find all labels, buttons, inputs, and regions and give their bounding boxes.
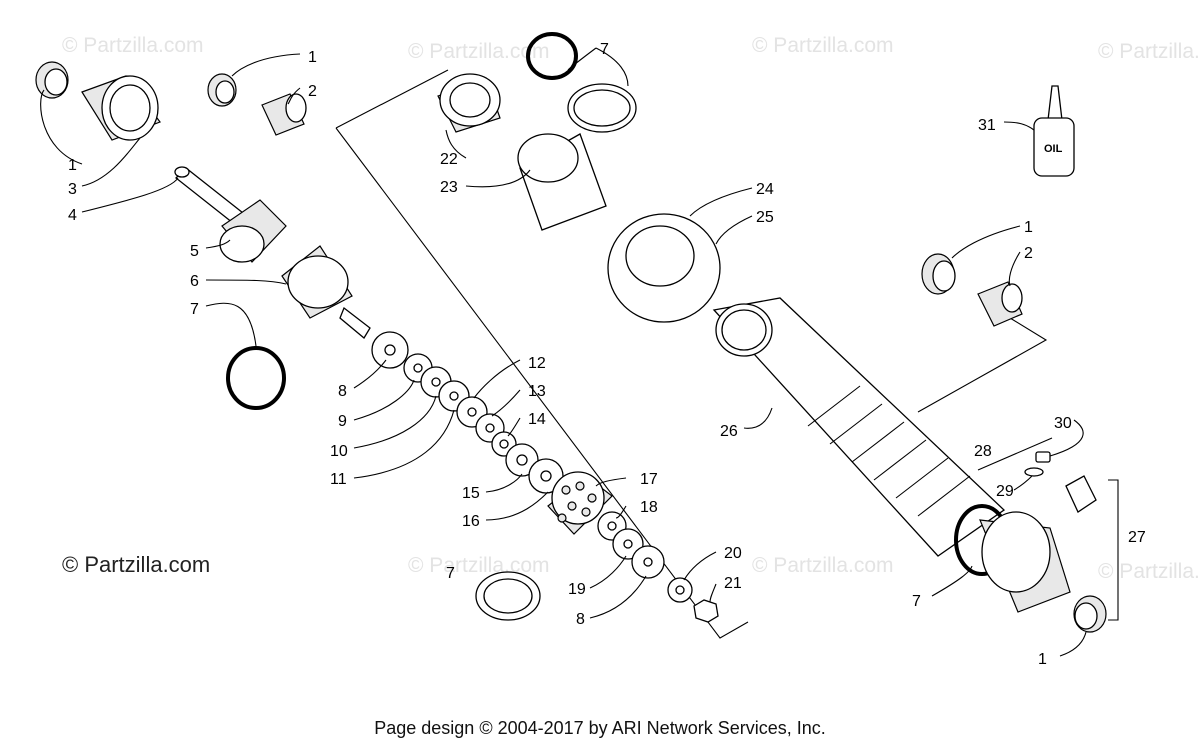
callout-8: 8 — [576, 611, 585, 628]
watermark: © Partzilla.com — [752, 34, 894, 57]
callout-2: 2 — [308, 83, 317, 100]
callout-7: 7 — [446, 565, 455, 582]
watermark: © Partzilla.com — [1098, 560, 1200, 583]
callout-23: 23 — [440, 179, 458, 196]
oil-label: OIL — [1044, 143, 1063, 155]
callout-1: 1 — [1024, 219, 1033, 236]
sleeve-2-top — [261, 93, 307, 136]
callout-12: 12 — [528, 355, 546, 372]
cap-22 — [437, 73, 501, 133]
callout-1: 1 — [308, 49, 317, 66]
watermark: © Partzilla.com — [752, 554, 894, 577]
callout-28: 28 — [974, 443, 992, 460]
oil-bottle-31: OIL — [1033, 85, 1075, 177]
callout-3: 3 — [68, 181, 77, 198]
callout-4: 4 — [68, 207, 77, 224]
callout-20: 20 — [724, 545, 742, 562]
callout-labels: 1 2 1 3 4 5 6 7 8 9 10 11 12 13 14 15 16… — [68, 41, 1146, 668]
callout-31: 31 — [978, 117, 996, 134]
callout-6: 6 — [190, 273, 199, 290]
callout-2: 2 — [1024, 245, 1033, 262]
callout-16: 16 — [462, 513, 480, 530]
o-ring-7-left — [226, 346, 286, 410]
callout-18: 18 — [640, 499, 658, 516]
piston-stack — [371, 331, 719, 623]
callout-21: 21 — [724, 575, 742, 592]
sleeve-2-right — [977, 281, 1023, 327]
callout-19: 19 — [568, 581, 586, 598]
callout-29: 29 — [996, 483, 1014, 500]
bearing-6 — [281, 245, 371, 339]
o-ring-29 — [1024, 467, 1044, 477]
sleeve-23 — [517, 133, 607, 231]
o-ring-7-top — [526, 32, 578, 80]
reservoir-cap — [979, 511, 1071, 613]
watermark: © Partzilla.com — [408, 40, 550, 63]
thread-lines — [807, 385, 971, 517]
valve-27 — [1065, 475, 1097, 513]
callout-22: 22 — [440, 151, 458, 168]
callout-24: 24 — [756, 181, 774, 198]
callout-5: 5 — [190, 243, 199, 260]
callout-13: 13 — [528, 383, 546, 400]
leader-lines — [40, 47, 1087, 657]
callout-7: 7 — [190, 301, 199, 318]
partzilla-brand-text: © Partzilla.com — [62, 552, 211, 577]
page-footer: Page design © 2004-2017 by ARI Network S… — [374, 718, 826, 738]
bushing-1-top-left — [35, 61, 69, 99]
watermark: © Partzilla.com — [62, 34, 204, 57]
bushing-1-bottom-right — [1073, 595, 1107, 633]
assembly-brackets — [335, 69, 1119, 639]
callout-11: 11 — [330, 471, 347, 488]
bushing-1-right — [921, 253, 956, 295]
bushing-1-top — [207, 73, 237, 107]
callout-1: 1 — [68, 157, 77, 174]
callout-27: 27 — [1128, 529, 1146, 546]
watermarks: © Partzilla.com © Partzilla.com © Partzi… — [62, 34, 1200, 583]
callout-25: 25 — [756, 209, 774, 226]
eyelet-3 — [81, 75, 161, 141]
callout-14: 14 — [528, 411, 546, 428]
callout-26: 26 — [720, 423, 738, 440]
piston-ring-7-top — [567, 83, 637, 133]
spanner-nut-24 — [607, 213, 721, 323]
callout-17: 17 — [640, 471, 658, 488]
valve-cap-30 — [1035, 451, 1051, 463]
watermark: © Partzilla.com — [408, 554, 550, 577]
callout-1: 1 — [1038, 651, 1047, 668]
watermark: © Partzilla.com — [1098, 40, 1200, 63]
callout-15: 15 — [462, 485, 480, 502]
callout-30: 30 — [1054, 415, 1072, 432]
wear-band-7-lower — [475, 571, 541, 621]
callout-9: 9 — [338, 413, 347, 430]
shock-body-26 — [712, 297, 1006, 557]
callout-7: 7 — [912, 593, 921, 610]
cap-5 — [219, 199, 287, 263]
callout-8: 8 — [338, 383, 347, 400]
callout-10: 10 — [330, 443, 348, 460]
callout-7: 7 — [600, 41, 609, 58]
